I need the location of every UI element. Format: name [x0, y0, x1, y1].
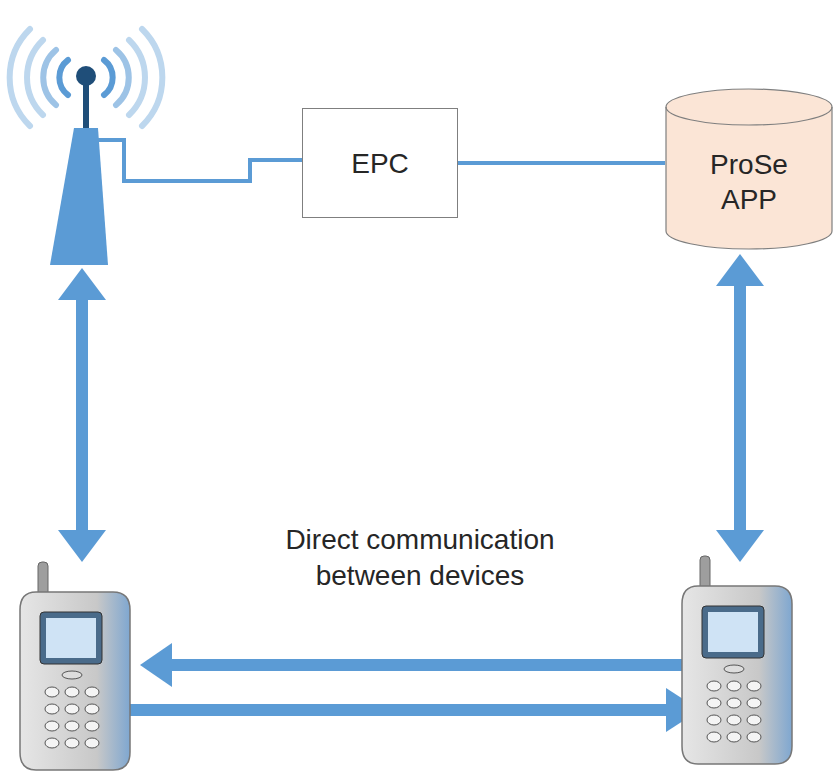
- connector-line: [458, 161, 665, 165]
- node-label: EPC: [351, 146, 409, 181]
- app-link-arrow: [716, 254, 764, 562]
- phone-icon: [20, 562, 130, 770]
- radio-link-arrow: [58, 268, 106, 562]
- direct-link-arrow: [130, 643, 700, 732]
- app-server-cylinder: ProSe APP: [665, 88, 833, 250]
- node-label: ProSe APP: [699, 147, 799, 217]
- backhaul-wire: [98, 140, 302, 181]
- annotation-text: Direct communication between devices: [245, 522, 595, 595]
- phone-icon: [682, 556, 792, 764]
- antenna-tower: [50, 66, 108, 265]
- core-network-box: EPC: [302, 108, 458, 218]
